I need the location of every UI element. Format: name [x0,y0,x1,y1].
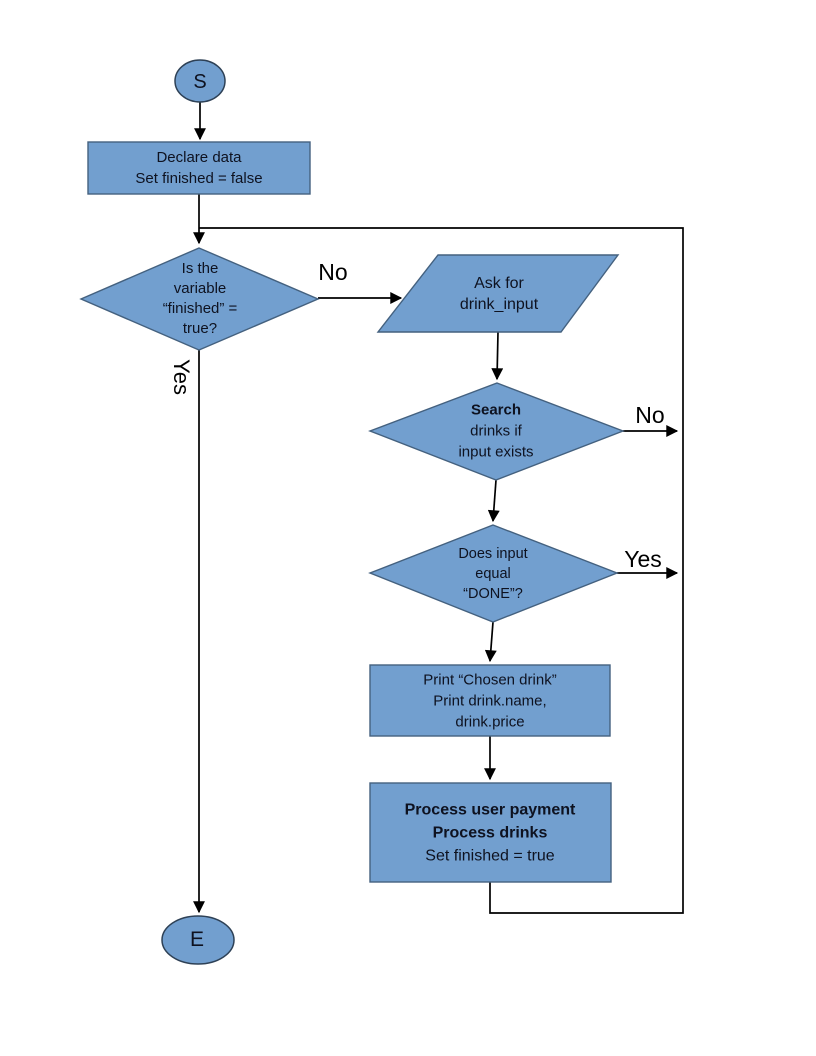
search-line-3: input exists [458,443,534,461]
edge-label-done-yes: Yes [624,546,662,572]
edge-search-to-done-check [487,479,500,523]
declare-process-shape [87,141,311,195]
start-text: S [193,71,207,93]
payment-line-3: Set finished = true [425,847,555,865]
payment-process-label: Process user payment Process drinks Set … [405,799,576,868]
search-line-2: drinks if [470,422,522,440]
finished-check-decision-shape [79,247,320,351]
end-terminator-label: E [189,928,205,951]
edge-label-finished-yes: Yes [169,359,194,395]
ask-input-line-2: drink_input [459,296,539,313]
declare-line-2: Set finished = false [135,170,263,187]
ask-input-io-shape [376,254,620,333]
payment-process-shape [369,782,612,883]
print-line-1: Print “Chosen drink” [423,671,557,689]
edge-label-search-no: No [635,402,665,428]
print-line-2: Print drink.name, [433,692,547,710]
print-line-3: drink.price [455,713,525,731]
payment-line-1: Process user payment [404,801,576,819]
done-check-line-1: Does input [458,546,528,562]
search-line-1: Search [470,401,522,419]
edge-done-to-print [484,621,497,663]
start-terminator-shape [174,59,226,103]
print-process-label: Print “Chosen drink” Print drink.name, d… [423,670,556,733]
search-decision-shape [368,382,625,481]
declare-line-1: Declare data [156,149,242,166]
ask-input-label: Ask for drink_input [460,273,538,315]
done-check-label: Does input equal “DONE”? [458,544,527,604]
finished-check-line-3: “finished” = [162,300,238,317]
print-process-shape [369,664,611,737]
edge-ask-to-search [491,331,504,381]
declare-process-label: Declare data Set finished = false [135,147,262,189]
edge-loop-back [199,227,684,914]
finished-check-line-4: true? [182,320,218,337]
finished-check-line-1: Is the [181,260,219,277]
done-check-decision-shape [368,524,619,623]
ask-input-line-1: Ask for [474,275,524,292]
search-decision-label: Search drinks if input exists [458,400,533,463]
start-terminator-label: S [193,72,206,92]
payment-line-2: Process drinks [432,824,548,842]
finished-check-label: Is the variable “finished” = true? [163,259,238,339]
end-terminator-shape [161,915,235,965]
end-text: E [189,928,205,951]
edge-label-finished-no: No [318,259,348,285]
finished-check-line-2: variable [173,280,227,297]
done-check-line-3: “DONE”? [463,586,523,602]
done-check-line-2: equal [475,566,511,582]
